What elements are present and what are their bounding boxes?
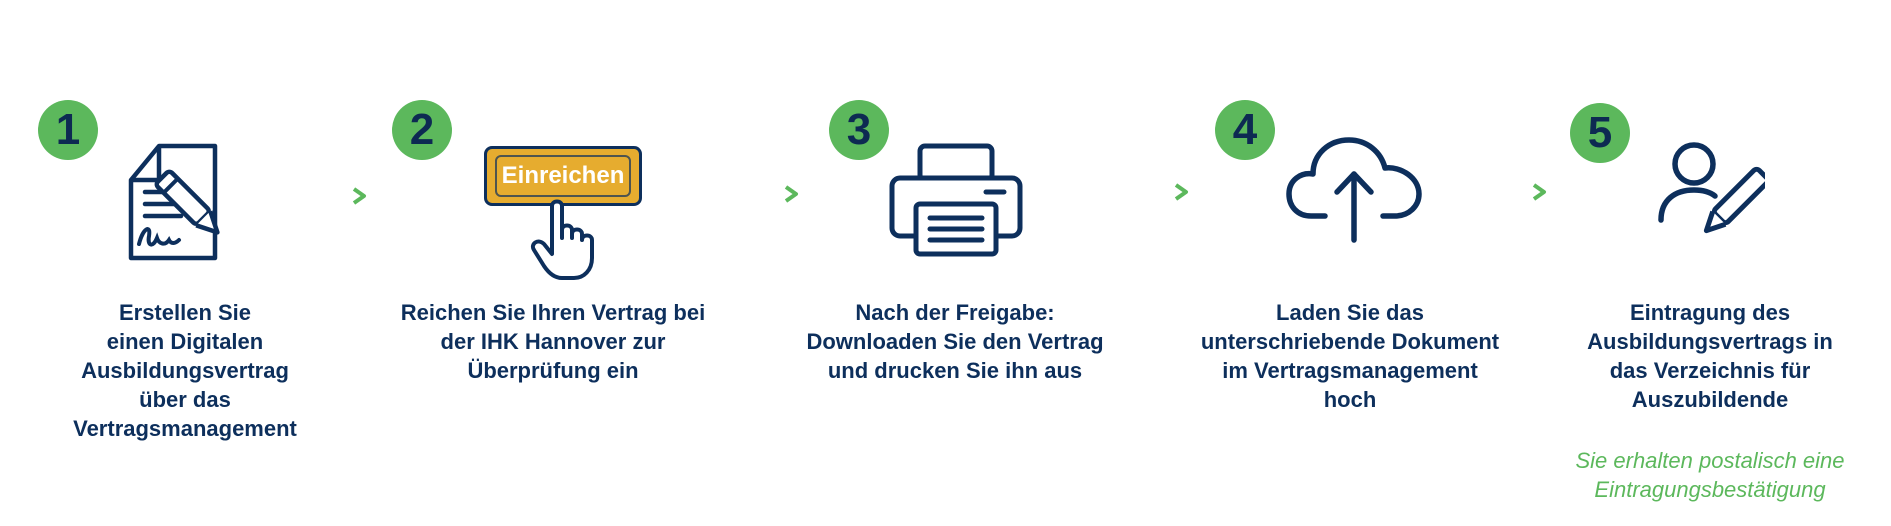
arrow-1-to-2	[292, 187, 366, 205]
arrow-4-to-5	[1472, 183, 1546, 201]
step-1-caption: Erstellen Sie einen Digitalen Ausbildung…	[30, 298, 340, 443]
step-1-number-badge: 1	[38, 100, 98, 160]
caption-line: einen Digitalen	[106, 329, 264, 354]
caption-line: und drucken Sie ihn aus	[827, 358, 1083, 383]
submit-button-click-icon: Einreichen	[480, 142, 650, 282]
einreichen-button-label: Einreichen	[501, 162, 625, 189]
caption-line: Auszubildende	[1631, 387, 1789, 412]
caption-line: Überprüfung ein	[467, 358, 639, 383]
caption-line: Nach der Freigabe:	[855, 300, 1055, 325]
step-5-caption: Eintragung des Ausbildungsvertrags in da…	[1545, 298, 1875, 414]
caption-line: Downloaden Sie den Vertrag	[806, 329, 1104, 354]
caption-line: Erstellen Sie	[118, 300, 252, 325]
caption-line: Ausbildungsvertrags in	[1587, 329, 1833, 354]
caption-line: Eintragung des	[1629, 300, 1791, 325]
caption-line: Ausbildungsvertrag	[81, 358, 289, 383]
pointing-hand-icon	[531, 199, 594, 280]
step-5-number-badge: 5	[1570, 103, 1630, 163]
caption-line: unterschriebende Dokument	[1200, 329, 1500, 354]
printer-icon	[889, 143, 1023, 257]
arrow-2-to-3	[724, 185, 798, 203]
user-edit-icon	[1658, 142, 1765, 234]
caption-line: hoch	[1323, 387, 1377, 412]
cloud-upload-icon	[1286, 137, 1422, 243]
note-line: Eintragungsbestätigung	[1594, 477, 1826, 502]
step-4-caption: Laden Sie das unterschriebende Dokument …	[1175, 298, 1525, 414]
caption-line: das Verzeichnis für	[1609, 358, 1811, 383]
step-2-caption: Reichen Sie Ihren Vertrag bei der IHK Ha…	[383, 298, 723, 385]
einreichen-button: Einreichen	[484, 146, 642, 206]
step-4-number-badge: 4	[1215, 100, 1275, 160]
caption-line: der IHK Hannover zur	[440, 329, 666, 354]
step-3-caption: Nach der Freigabe: Downloaden Sie den Ve…	[780, 298, 1130, 385]
caption-line: Laden Sie das	[1276, 300, 1424, 325]
caption-line: im Vertragsmanagement	[1222, 358, 1478, 383]
step-2-number-badge: 2	[392, 100, 452, 160]
caption-line: Vertragsmanagement	[73, 416, 297, 441]
note-line: Sie erhalten postalisch eine	[1575, 448, 1845, 473]
contract-signature-icon	[128, 143, 220, 261]
arrow-3-to-4	[1114, 183, 1188, 201]
caption-line: über das	[139, 387, 231, 412]
step-5-note: Sie erhalten postalisch eine Eintragungs…	[1545, 446, 1875, 504]
caption-line: Reichen Sie Ihren Vertrag bei	[400, 300, 706, 325]
step-3-number-badge: 3	[829, 100, 889, 160]
